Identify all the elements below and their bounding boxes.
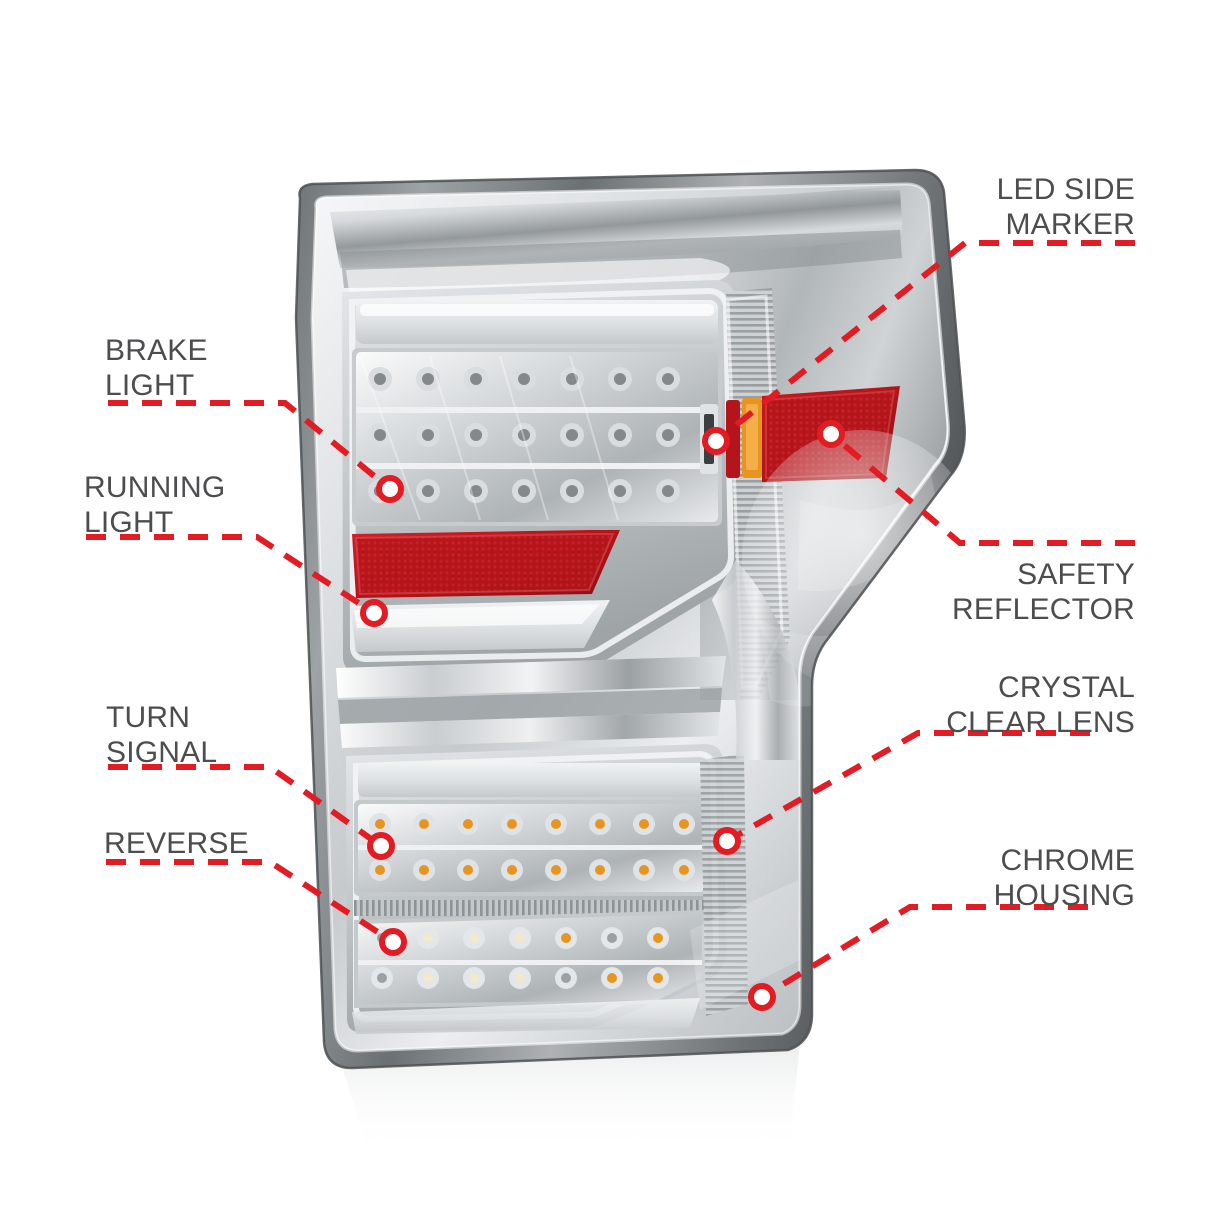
callout-label-led-side-marker: LED SIDE MARKER xyxy=(996,173,1135,241)
callout-leader-safety-reflector xyxy=(829,431,1135,546)
callout-marker-turn-signal[interactable] xyxy=(367,832,395,860)
callout-label-chrome-housing: CHROME HOUSING xyxy=(993,844,1135,912)
right-body-glow xyxy=(742,430,982,690)
callout-leader-turn-signal xyxy=(108,764,383,849)
callout-leader-lines xyxy=(86,240,1135,1000)
callout-leader-chrome-housing xyxy=(760,904,1088,1000)
bezel-outer-line xyxy=(294,168,966,1070)
turn-signal-row-1 xyxy=(369,813,695,835)
surface-reflection xyxy=(340,1044,800,1158)
turn-signal-row-2 xyxy=(369,859,695,881)
callout-marker-crystal-clear-lens[interactable] xyxy=(713,827,741,855)
tail-light-assembly xyxy=(294,168,982,1158)
callout-label-turn-signal: TURN SIGNAL xyxy=(106,701,218,769)
upper-chamber-inner-frame xyxy=(348,287,735,663)
callout-leader-running-light xyxy=(86,534,376,616)
callout-leader-crystal-clear-lens xyxy=(725,730,1090,844)
brake-led-array xyxy=(352,348,722,526)
reverse-row-2 xyxy=(371,967,669,989)
callout-label-crystal-clear-lens: CRYSTAL CLEAR LENS xyxy=(946,671,1135,739)
callout-label-running-light: RUNNING LIGHT xyxy=(84,471,226,539)
lower-frosted-strip xyxy=(358,763,708,797)
turn-signal-led-array xyxy=(354,800,708,896)
chrome-sweep xyxy=(712,560,800,760)
reverse-led-array xyxy=(354,910,706,1008)
callout-marker-led-side-marker[interactable] xyxy=(702,427,730,455)
callout-leader-led-side-marker xyxy=(714,240,1135,444)
callout-marker-chrome-housing[interactable] xyxy=(748,983,776,1011)
callout-marker-running-light[interactable] xyxy=(360,599,388,627)
callout-label-brake-light: BRAKE LIGHT xyxy=(105,334,208,402)
callout-marker-brake-light[interactable] xyxy=(376,475,404,503)
bezel-edge-highlight xyxy=(310,182,950,1053)
callout-marker-safety-reflector[interactable] xyxy=(817,420,845,448)
brake-led-row-2 xyxy=(368,423,680,447)
callout-marker-reverse[interactable] xyxy=(379,928,407,956)
callout-label-reverse: REVERSE xyxy=(104,827,249,860)
callout-leader-brake-light xyxy=(108,400,392,492)
lower-bottom-frost xyxy=(352,998,700,1034)
callout-target-markers xyxy=(360,420,845,1011)
lower-rib-separator xyxy=(354,900,706,916)
center-divider xyxy=(336,656,726,748)
brake-led-row-1 xyxy=(368,367,680,391)
callout-label-safety-reflector: SAFETY REFLECTOR xyxy=(952,558,1135,626)
